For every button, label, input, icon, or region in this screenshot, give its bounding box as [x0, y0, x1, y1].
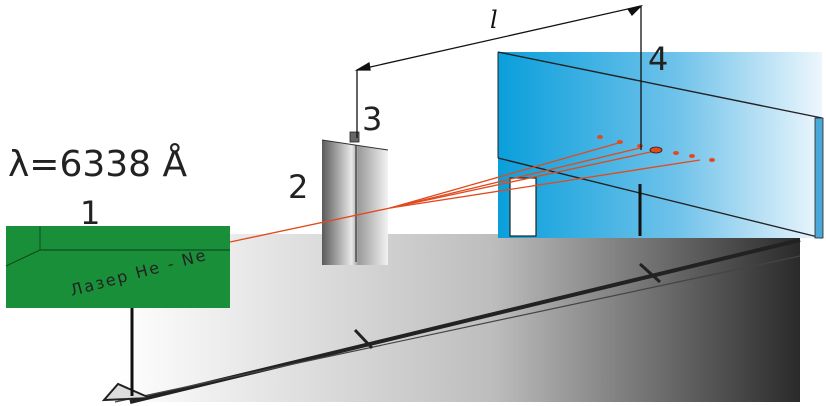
distance-label: l — [490, 6, 498, 34]
optical-bench — [101, 234, 801, 404]
laser-beams — [229, 141, 701, 243]
slide-number: 2 — [288, 168, 308, 206]
distance-dimension — [354, 4, 644, 150]
wavelength-label: λ=6338 Å — [8, 142, 188, 185]
holder-number: 3 — [362, 100, 382, 138]
screen-number: 4 — [648, 40, 668, 78]
laser-box — [5, 226, 230, 308]
slide-holder — [321, 131, 389, 265]
screen — [497, 51, 824, 239]
laser-number: 1 — [80, 194, 100, 232]
diffraction-spots — [597, 135, 715, 162]
